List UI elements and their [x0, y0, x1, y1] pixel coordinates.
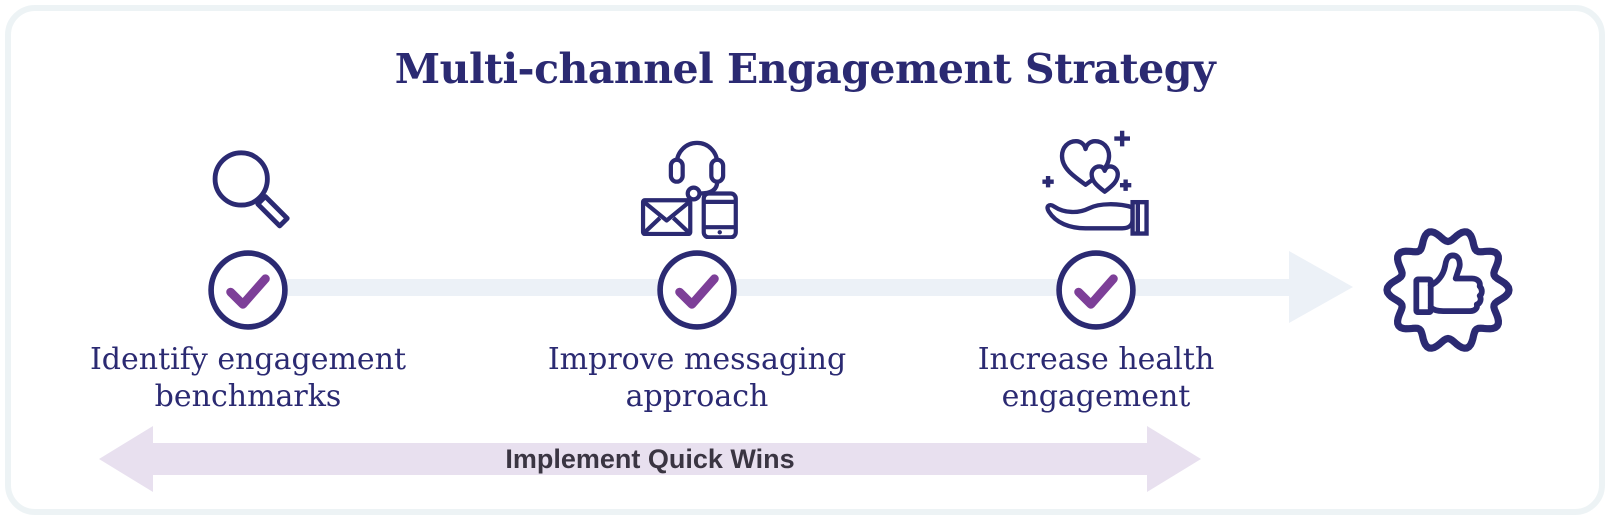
- communication-channels-icon: [637, 127, 757, 239]
- checkmark-circle-icon: [207, 249, 289, 335]
- flow-track: [243, 279, 1289, 296]
- magnifying-glass-icon: [204, 127, 292, 239]
- step-label: Improve messaging approach: [547, 342, 847, 414]
- step-label: Identify engagement benchmarks: [89, 342, 407, 414]
- quick-wins-label: Implement Quick Wins: [505, 443, 795, 474]
- infographic-card: Multi-channel Engagement Strategy Identi…: [5, 5, 1605, 515]
- checkmark-circle-icon: [656, 249, 738, 335]
- thumbs-up-badge-icon: [1376, 218, 1520, 366]
- hearts-in-hand-icon: [1035, 127, 1157, 239]
- step-improve-messaging: Improve messaging approach: [527, 127, 867, 415]
- step-label: Increase health engagement: [977, 342, 1215, 414]
- checkmark-circle-icon: [1055, 249, 1137, 335]
- quick-wins-left-arrowhead-icon: [99, 426, 153, 492]
- page-title: Multi-channel Engagement Strategy: [394, 45, 1216, 93]
- quick-wins-right-arrowhead-icon: [1147, 426, 1201, 492]
- step-identify-benchmarks: Identify engagement benchmarks: [78, 127, 418, 415]
- flow-arrowhead-icon: [1289, 251, 1353, 323]
- quick-wins-arrow: Implement Quick Wins: [151, 443, 1149, 475]
- step-increase-engagement: Increase health engagement: [926, 127, 1266, 415]
